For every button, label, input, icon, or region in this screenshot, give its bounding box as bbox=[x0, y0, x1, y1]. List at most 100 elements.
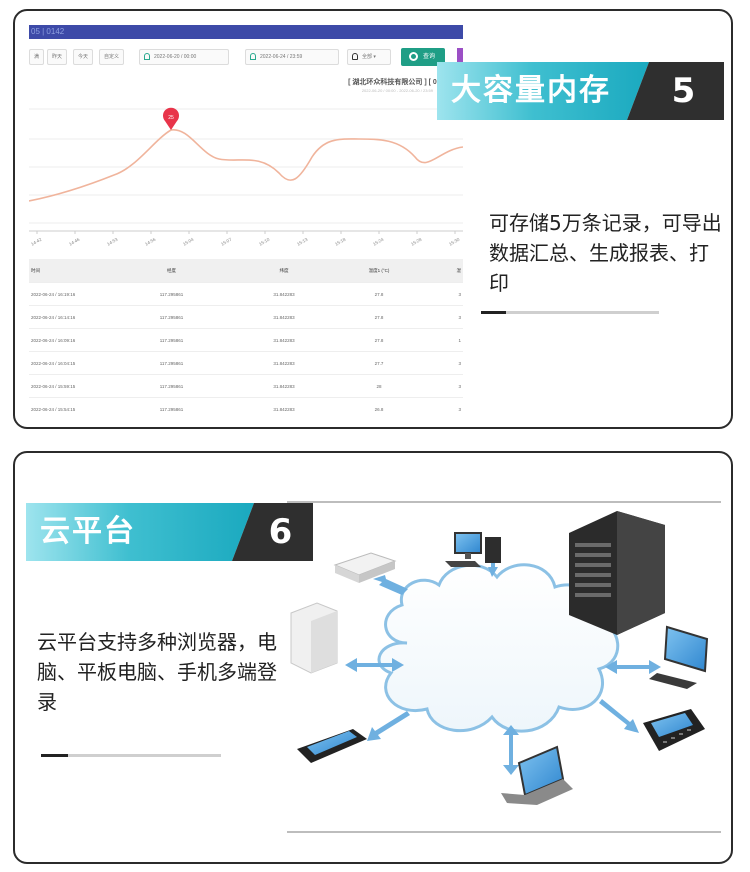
table-cell: 1 bbox=[458, 337, 461, 343]
set-top-box-icon bbox=[333, 552, 397, 583]
desktop-computer-icon bbox=[445, 532, 501, 567]
calendar-icon bbox=[144, 53, 150, 60]
progress-fill bbox=[41, 754, 68, 757]
table-cell: 31.842283 bbox=[273, 383, 295, 389]
col-longitude-header: 经度 bbox=[167, 267, 176, 273]
app-toolbar: 满 昨天 今天 自定义 2022-06-20 / 00:00 2022-06-2… bbox=[29, 47, 463, 67]
x-tick-label: 15:10 bbox=[258, 236, 271, 246]
arrow-icon bbox=[373, 575, 408, 595]
arrow-icon bbox=[605, 660, 661, 674]
cloud-network-diagram bbox=[287, 501, 723, 837]
x-tick-label: 14:53 bbox=[106, 236, 119, 246]
col-temperature-header: 温度1 (°C) bbox=[368, 267, 390, 273]
table-cell: 27.8 bbox=[374, 337, 384, 343]
monitor-icon bbox=[649, 625, 709, 689]
mobile-phone-icon bbox=[643, 709, 705, 751]
arrow-icon bbox=[503, 725, 519, 775]
feature-description: 云平台支持多种浏览器，电脑、平板电脑、手机多端登录 bbox=[37, 630, 277, 714]
x-tick-label: 15:07 bbox=[220, 236, 233, 246]
feature-banner-memory: 大容量内存 5 bbox=[437, 62, 724, 120]
search-icon bbox=[409, 52, 418, 61]
table-cell: 3 bbox=[458, 406, 461, 412]
x-tick-label: 14:42 bbox=[30, 236, 43, 246]
feature-card-memory: 05 | 0142 满 昨天 今天 自定义 2022-06-20 / 00:00… bbox=[13, 9, 733, 429]
start-date-input[interactable]: 2022-06-20 / 00:00 bbox=[139, 49, 229, 65]
col-time-header: 时间 bbox=[31, 267, 40, 273]
query-button[interactable]: 查询 bbox=[401, 48, 445, 66]
table-cell: 117.295861 bbox=[159, 383, 184, 389]
table-cell: 2022-06-24 / 15:54:15 bbox=[31, 406, 76, 412]
table-header: 时间 经度 纬度 温度1 (°C) 湿 bbox=[29, 259, 463, 283]
table-cell: 27.8 bbox=[374, 291, 384, 297]
router-box-icon bbox=[290, 602, 338, 674]
table-cell: 31.842283 bbox=[273, 360, 295, 366]
network-illustration bbox=[290, 511, 709, 805]
x-tick-label: 15:28 bbox=[410, 236, 423, 246]
table-cell: 26.8 bbox=[374, 406, 384, 412]
feature-number: 5 bbox=[627, 62, 724, 120]
app-topbar: 05 | 0142 bbox=[29, 25, 463, 39]
custom-button[interactable]: 自定义 bbox=[99, 49, 125, 65]
end-date-input[interactable]: 2022-06-24 / 23:59 bbox=[245, 49, 339, 65]
feature-progress-bar bbox=[481, 311, 659, 314]
table-cell: 2022-06-24 / 16:14:16 bbox=[31, 314, 76, 320]
cloud-icon bbox=[377, 563, 620, 733]
x-tick-label: 15:24 bbox=[372, 236, 385, 246]
table-cell: 3 bbox=[458, 383, 461, 389]
table-cell: 31.842283 bbox=[273, 406, 295, 412]
arrow-icon bbox=[367, 711, 410, 741]
export-button[interactable] bbox=[457, 48, 463, 66]
x-tick-label: 14:56 bbox=[144, 236, 157, 246]
today-button[interactable]: 今天 bbox=[73, 49, 94, 65]
temperature-series-line bbox=[29, 129, 463, 202]
table-cell: 117.295861 bbox=[159, 314, 184, 320]
peak-marker: 25 bbox=[162, 107, 179, 130]
table-cell: 27.7 bbox=[374, 360, 384, 366]
table-cell: 3 bbox=[458, 291, 461, 297]
bell-icon bbox=[352, 53, 358, 60]
x-tick-label: 15:30 bbox=[448, 236, 461, 246]
records-table: 时间 经度 纬度 温度1 (°C) 湿 2022-06-24 / 16:19:1… bbox=[29, 259, 463, 417]
x-tick-label: 14:46 bbox=[68, 236, 81, 246]
server-rack-icon bbox=[569, 511, 665, 635]
table-cell: 28 bbox=[376, 383, 382, 389]
table-cell: 2022-06-24 / 16:04:15 bbox=[31, 360, 76, 366]
query-label: 查询 bbox=[423, 54, 436, 60]
partial-button[interactable]: 满 bbox=[29, 49, 45, 65]
feature-banner-cloud: 云平台 6 bbox=[26, 503, 313, 561]
feature-description: 可存储5万条记录，可导出数据汇总、生成报表、打印 bbox=[489, 211, 722, 295]
date-range-label: 2022-06-20 / 00:00 - 2022-06-20 / 23:59 bbox=[361, 88, 433, 93]
table-cell: 2022-06-24 / 16:09:16 bbox=[31, 337, 76, 343]
app-screenshot: 05 | 0142 满 昨天 今天 自定义 2022-06-20 / 00:00… bbox=[29, 25, 463, 417]
temperature-chart: 25 14:42 14:46 14:53 14:56 15:04 15:07 15:10 15… bbox=[29, 107, 463, 247]
calendar-icon bbox=[250, 53, 256, 60]
chevron-down-icon: ▾ bbox=[373, 54, 376, 60]
filter-select[interactable]: 全部 ▾ bbox=[347, 49, 391, 65]
divider-top bbox=[287, 501, 721, 503]
table-cell: 3 bbox=[458, 314, 461, 320]
col-latitude-header: 纬度 bbox=[279, 267, 289, 273]
end-date-value: 2022-06-24 / 23:59 bbox=[260, 54, 303, 60]
col-humidity-header: 湿 bbox=[456, 267, 462, 273]
feature-card-cloud: 云平台 6 云平台支持多种浏览器，电脑、平板电脑、手机多端登录 bbox=[13, 451, 733, 864]
table-cell: 27.8 bbox=[374, 314, 384, 320]
yesterday-button[interactable]: 昨天 bbox=[47, 49, 68, 65]
start-date-value: 2022-06-20 / 00:00 bbox=[154, 54, 197, 60]
table-cell: 31.842283 bbox=[273, 291, 295, 297]
chart-gridlines bbox=[29, 108, 463, 224]
table-cell: 117.295861 bbox=[159, 337, 184, 343]
arrow-icon bbox=[345, 658, 404, 672]
feature-title: 大容量内存 bbox=[437, 62, 649, 120]
arrow-icon bbox=[599, 699, 639, 733]
feature-progress-bar bbox=[41, 754, 221, 757]
x-tick-label: 15:04 bbox=[182, 236, 195, 246]
filter-value: 全部 bbox=[362, 54, 373, 60]
